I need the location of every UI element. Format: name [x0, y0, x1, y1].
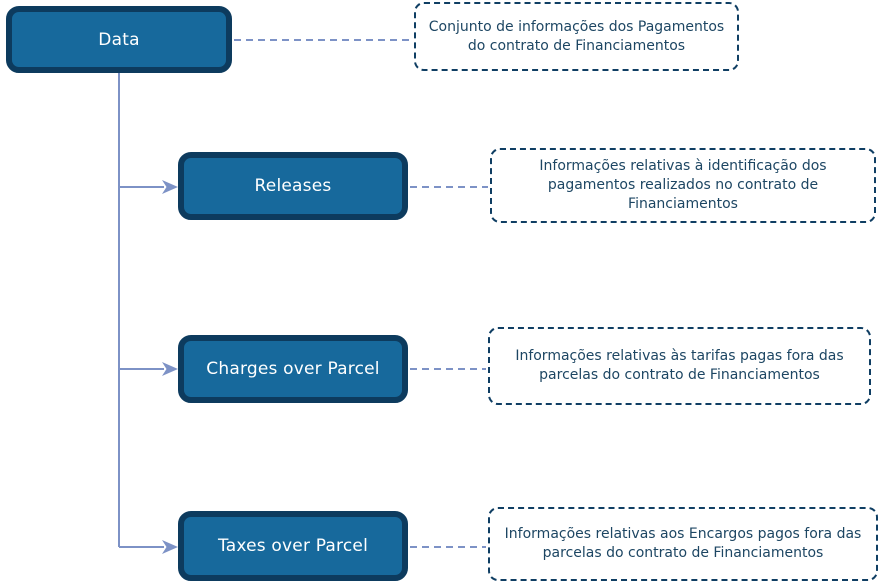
node-taxes-over-parcel: Taxes over Parcel: [178, 511, 408, 581]
note-charges-text: Informações relativas às tarifas pagas f…: [515, 348, 844, 383]
node-data: Data: [6, 6, 232, 73]
note-releases: Informações relativas à identificação do…: [490, 148, 876, 223]
note-charges-over-parcel: Informações relativas às tarifas pagas f…: [488, 327, 871, 405]
node-data-label: Data: [98, 29, 140, 50]
note-data-text: Conjunto de informações dos Pagamentos d…: [428, 18, 725, 54]
note-releases-text: Informações relativas à identificação do…: [539, 158, 827, 212]
node-taxes-label: Taxes over Parcel: [217, 536, 368, 556]
note-taxes-text: Informações relativas aos Encargos pagos…: [504, 526, 862, 561]
node-releases-label: Releases: [254, 176, 332, 196]
note-data: Conjunto de informações dos Pagamentos d…: [414, 2, 739, 71]
node-charges-label: Charges over Parcel: [206, 359, 380, 379]
node-releases: Releases: [178, 152, 408, 220]
node-charges-over-parcel: Charges over Parcel: [178, 335, 408, 403]
note-taxes-over-parcel: Informações relativas aos Encargos pagos…: [488, 507, 878, 581]
